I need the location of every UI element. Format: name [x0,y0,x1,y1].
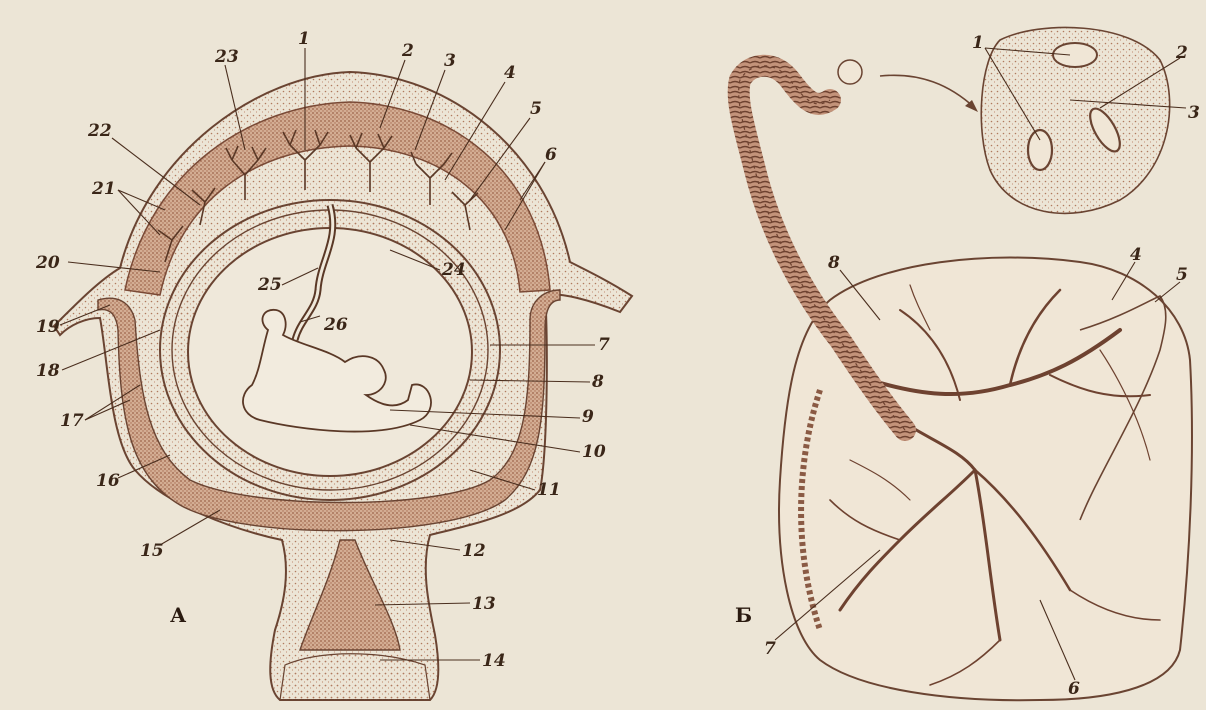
cord-cut-end [838,60,862,84]
label-a-16: 16 [96,471,120,491]
label-a-23: 23 [214,47,239,67]
panel-a: 1 2 3 4 5 6 7 8 9 10 11 12 13 14 15 16 1… [35,29,632,700]
label-b-1: 1 [972,33,984,53]
label-b-4: 4 [1130,245,1142,265]
label-a-13: 13 [472,594,496,614]
label-a-8: 8 [591,372,604,392]
label-a-17: 17 [60,411,84,431]
label-a-1: 1 [298,29,310,49]
label-a-14: 14 [482,651,506,671]
label-b-7: 7 [764,639,776,659]
label-b-6: 6 [1068,679,1080,699]
label-b-3: 3 [1188,103,1200,123]
label-b-8: 8 [827,253,840,273]
label-a-10: 10 [582,442,606,462]
label-a-5: 5 [530,99,542,119]
label-a-26: 26 [323,315,348,335]
label-a-20: 20 [35,253,60,273]
label-a-2: 2 [401,41,414,61]
label-a-21: 21 [91,179,116,199]
label-a-25: 25 [257,275,282,295]
label-a-12: 12 [462,541,486,561]
label-a-4: 4 [504,63,516,83]
panel-a-letter: А [170,603,187,627]
label-a-9: 9 [582,407,594,427]
label-a-19: 19 [36,317,60,337]
cord-artery-1 [1028,130,1052,170]
label-b-2: 2 [1175,43,1188,63]
label-a-7: 7 [598,335,610,355]
label-a-15: 15 [140,541,164,561]
label-a-3: 3 [444,51,456,71]
label-b-5: 5 [1176,265,1188,285]
cord-vein [1053,43,1097,67]
section-arrow [880,75,975,108]
label-a-22: 22 [87,121,112,141]
label-a-24: 24 [441,260,466,280]
panel-b-letter: Б [735,603,752,627]
panel-b: 1 2 3 4 5 6 7 8 Б [735,27,1200,700]
label-a-18: 18 [36,361,60,381]
label-a-6: 6 [545,145,557,165]
cervix-opening [280,654,430,700]
label-a-11: 11 [537,480,561,500]
